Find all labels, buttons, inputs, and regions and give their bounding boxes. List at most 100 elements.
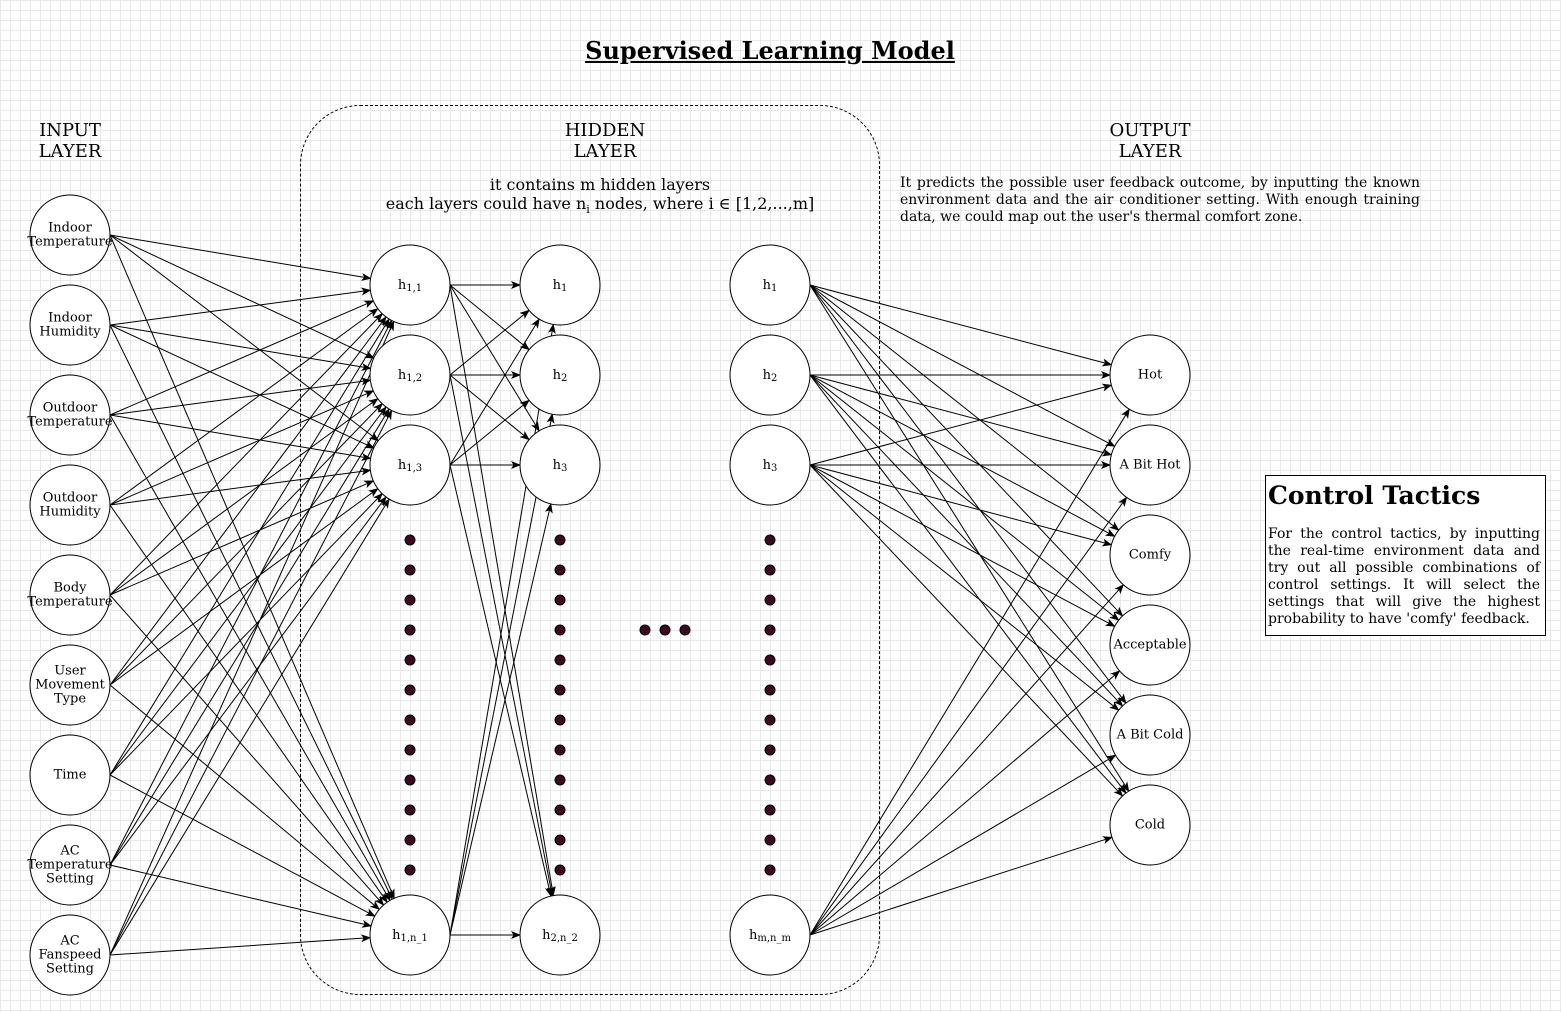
edge-input6-hidden1-2 (109, 493, 383, 776)
hidden2-node-3: h2,n_2 (519, 894, 601, 976)
edge-hiddenm-0-output1 (809, 284, 1116, 447)
ellipsis-dot (554, 774, 566, 786)
edge-hidden1-0-hidden2-1 (449, 284, 530, 351)
ellipsis-dot (404, 834, 416, 846)
hidden1-node-0: h1,1 (369, 244, 451, 326)
output-node-acceptable: Acceptable (1109, 604, 1191, 686)
edge-hiddenm-0-output4 (809, 284, 1127, 704)
network-nodes: IndoorTemperatureIndoorHumidityOutdoorTe… (27, 194, 1191, 996)
hidden2-node-0: h1 (519, 244, 601, 326)
ellipsis-dot (404, 624, 416, 636)
input-node-label: Type (54, 692, 86, 707)
edge-hiddenm-3-output1 (809, 496, 1128, 936)
ellipsis-dot (554, 684, 566, 696)
ellipsis-dot (764, 654, 776, 666)
edge-input3-hidden1-1 (109, 390, 375, 506)
output-node-comfy-circle (1109, 514, 1191, 596)
hidden-node-sub: 2 (771, 373, 777, 384)
hidden-desc-suffix: nodes, where i ∈ [1,2,...,m] (589, 194, 815, 213)
input-node-outdoor-temperature-circle (29, 374, 111, 456)
hidden-node-label: h1,n_1 (392, 928, 428, 944)
hidden-node-base: h (398, 458, 407, 473)
input-node-label: Temperature (27, 235, 112, 250)
hidden-node-sub: 1,3 (406, 463, 422, 474)
edge-input0-hidden1-2 (109, 234, 380, 442)
edge-input6-hidden1-3 (109, 774, 376, 917)
edge-hiddenm-0-output3 (809, 284, 1124, 617)
edge-input7-hidden1-0 (109, 319, 393, 866)
hidden-node-label: h2 (553, 368, 568, 384)
edge-input2-hidden1-1 (109, 377, 372, 416)
ellipsis-dot (764, 624, 776, 636)
hidden-node-sub: m,n_m (757, 933, 791, 944)
input-node-label: Humidity (39, 505, 101, 520)
ellipsis-dot (764, 744, 776, 756)
ellipsis-dot (404, 714, 416, 726)
hidden-layer-label: HIDDEN LAYER (555, 120, 655, 162)
ellipsis-dot (404, 654, 416, 666)
hidden1-node-3: h1,n_1 (369, 894, 451, 976)
edge-input1-hidden1-0 (109, 287, 372, 326)
hidden-node-label: h2,n_2 (542, 928, 578, 944)
hidden2-node-1: h2 (519, 334, 601, 416)
hidden-node-sub: 3 (771, 463, 777, 474)
edge-input8-hidden1-1 (109, 409, 393, 956)
connection-edges (109, 234, 1130, 956)
hidden-node-label: h3 (763, 458, 778, 474)
edge-hiddenm-1-output4 (809, 374, 1124, 707)
hidden-node-label: hm,n_m (749, 928, 791, 944)
output-node-label: Acceptable (1112, 638, 1186, 653)
hidden-node-base: h (398, 278, 407, 293)
hidden-layer-label-line2: LAYER (573, 141, 637, 162)
input-node-label: Temperature (27, 415, 112, 430)
control-tactics-box: Control Tactics For the control tactics,… (1265, 475, 1546, 636)
input-node-user-movement-type-circle (29, 644, 111, 726)
edge-input3-hidden1-2 (109, 467, 372, 506)
edge-input4-hidden1-3 (109, 594, 385, 906)
ellipsis-dot (554, 714, 566, 726)
control-tactics-body: For the control tactics, by inputting th… (1268, 526, 1540, 627)
edge-input8-hidden1-0 (109, 320, 395, 956)
ellipsis-dot (554, 804, 566, 816)
input-node-label: Time (54, 768, 87, 783)
output-node-label: Hot (1138, 368, 1163, 383)
input-node-label: Body (53, 581, 87, 596)
edge-input0-hidden1-3 (109, 234, 395, 900)
input-layer-label: INPUT LAYER (20, 120, 120, 162)
output-node-comfy: Comfy (1109, 514, 1191, 596)
output-node-a-bit-cold-circle (1109, 694, 1191, 776)
hidden-node-base: h (392, 928, 401, 943)
edge-input1-hidden1-3 (109, 324, 393, 901)
hidden1-node-0-circle (369, 244, 451, 326)
input-node-label: Humidity (39, 325, 101, 340)
hiddenm-node-0: h1 (729, 244, 811, 326)
edge-input2-hidden1-3 (109, 414, 391, 902)
input-node-label: Temperature (27, 858, 112, 873)
output-layer-label-line1: OUTPUT (1109, 120, 1191, 141)
edge-input5-hidden1-0 (109, 316, 387, 686)
hidden-node-label: h1,2 (398, 368, 422, 384)
hidden-node-base: h (763, 458, 772, 473)
edge-hidden1-2-hidden2-1 (449, 399, 530, 466)
hidden2-node-2: h3 (519, 424, 601, 506)
edge-input7-hidden1-3 (109, 864, 373, 928)
input-layer-label-line2: LAYER (38, 141, 102, 162)
ellipsis-dot (404, 534, 416, 546)
hidden1-node-1-circle (369, 334, 451, 416)
ellipsis-dot (554, 594, 566, 606)
input-node-label: AC (59, 844, 79, 859)
ellipsis-dot (404, 564, 416, 576)
edge-input2-hidden1-2 (109, 414, 372, 461)
hidden1-node-3-circle (369, 894, 451, 976)
edge-hiddenm-3-output2 (809, 584, 1124, 936)
ellipsis-dots (404, 534, 776, 876)
hidden-node-base: h (553, 278, 562, 293)
edge-input4-hidden1-0 (109, 313, 383, 596)
edge-input5-hidden1-1 (109, 403, 383, 686)
hidden-node-label: h1,1 (398, 278, 422, 294)
ellipsis-dot (764, 864, 776, 876)
hidden-layer-label-line1: HIDDEN (564, 120, 646, 141)
input-node-time-circle (29, 734, 111, 816)
output-layer-label-line2: LAYER (1118, 141, 1182, 162)
